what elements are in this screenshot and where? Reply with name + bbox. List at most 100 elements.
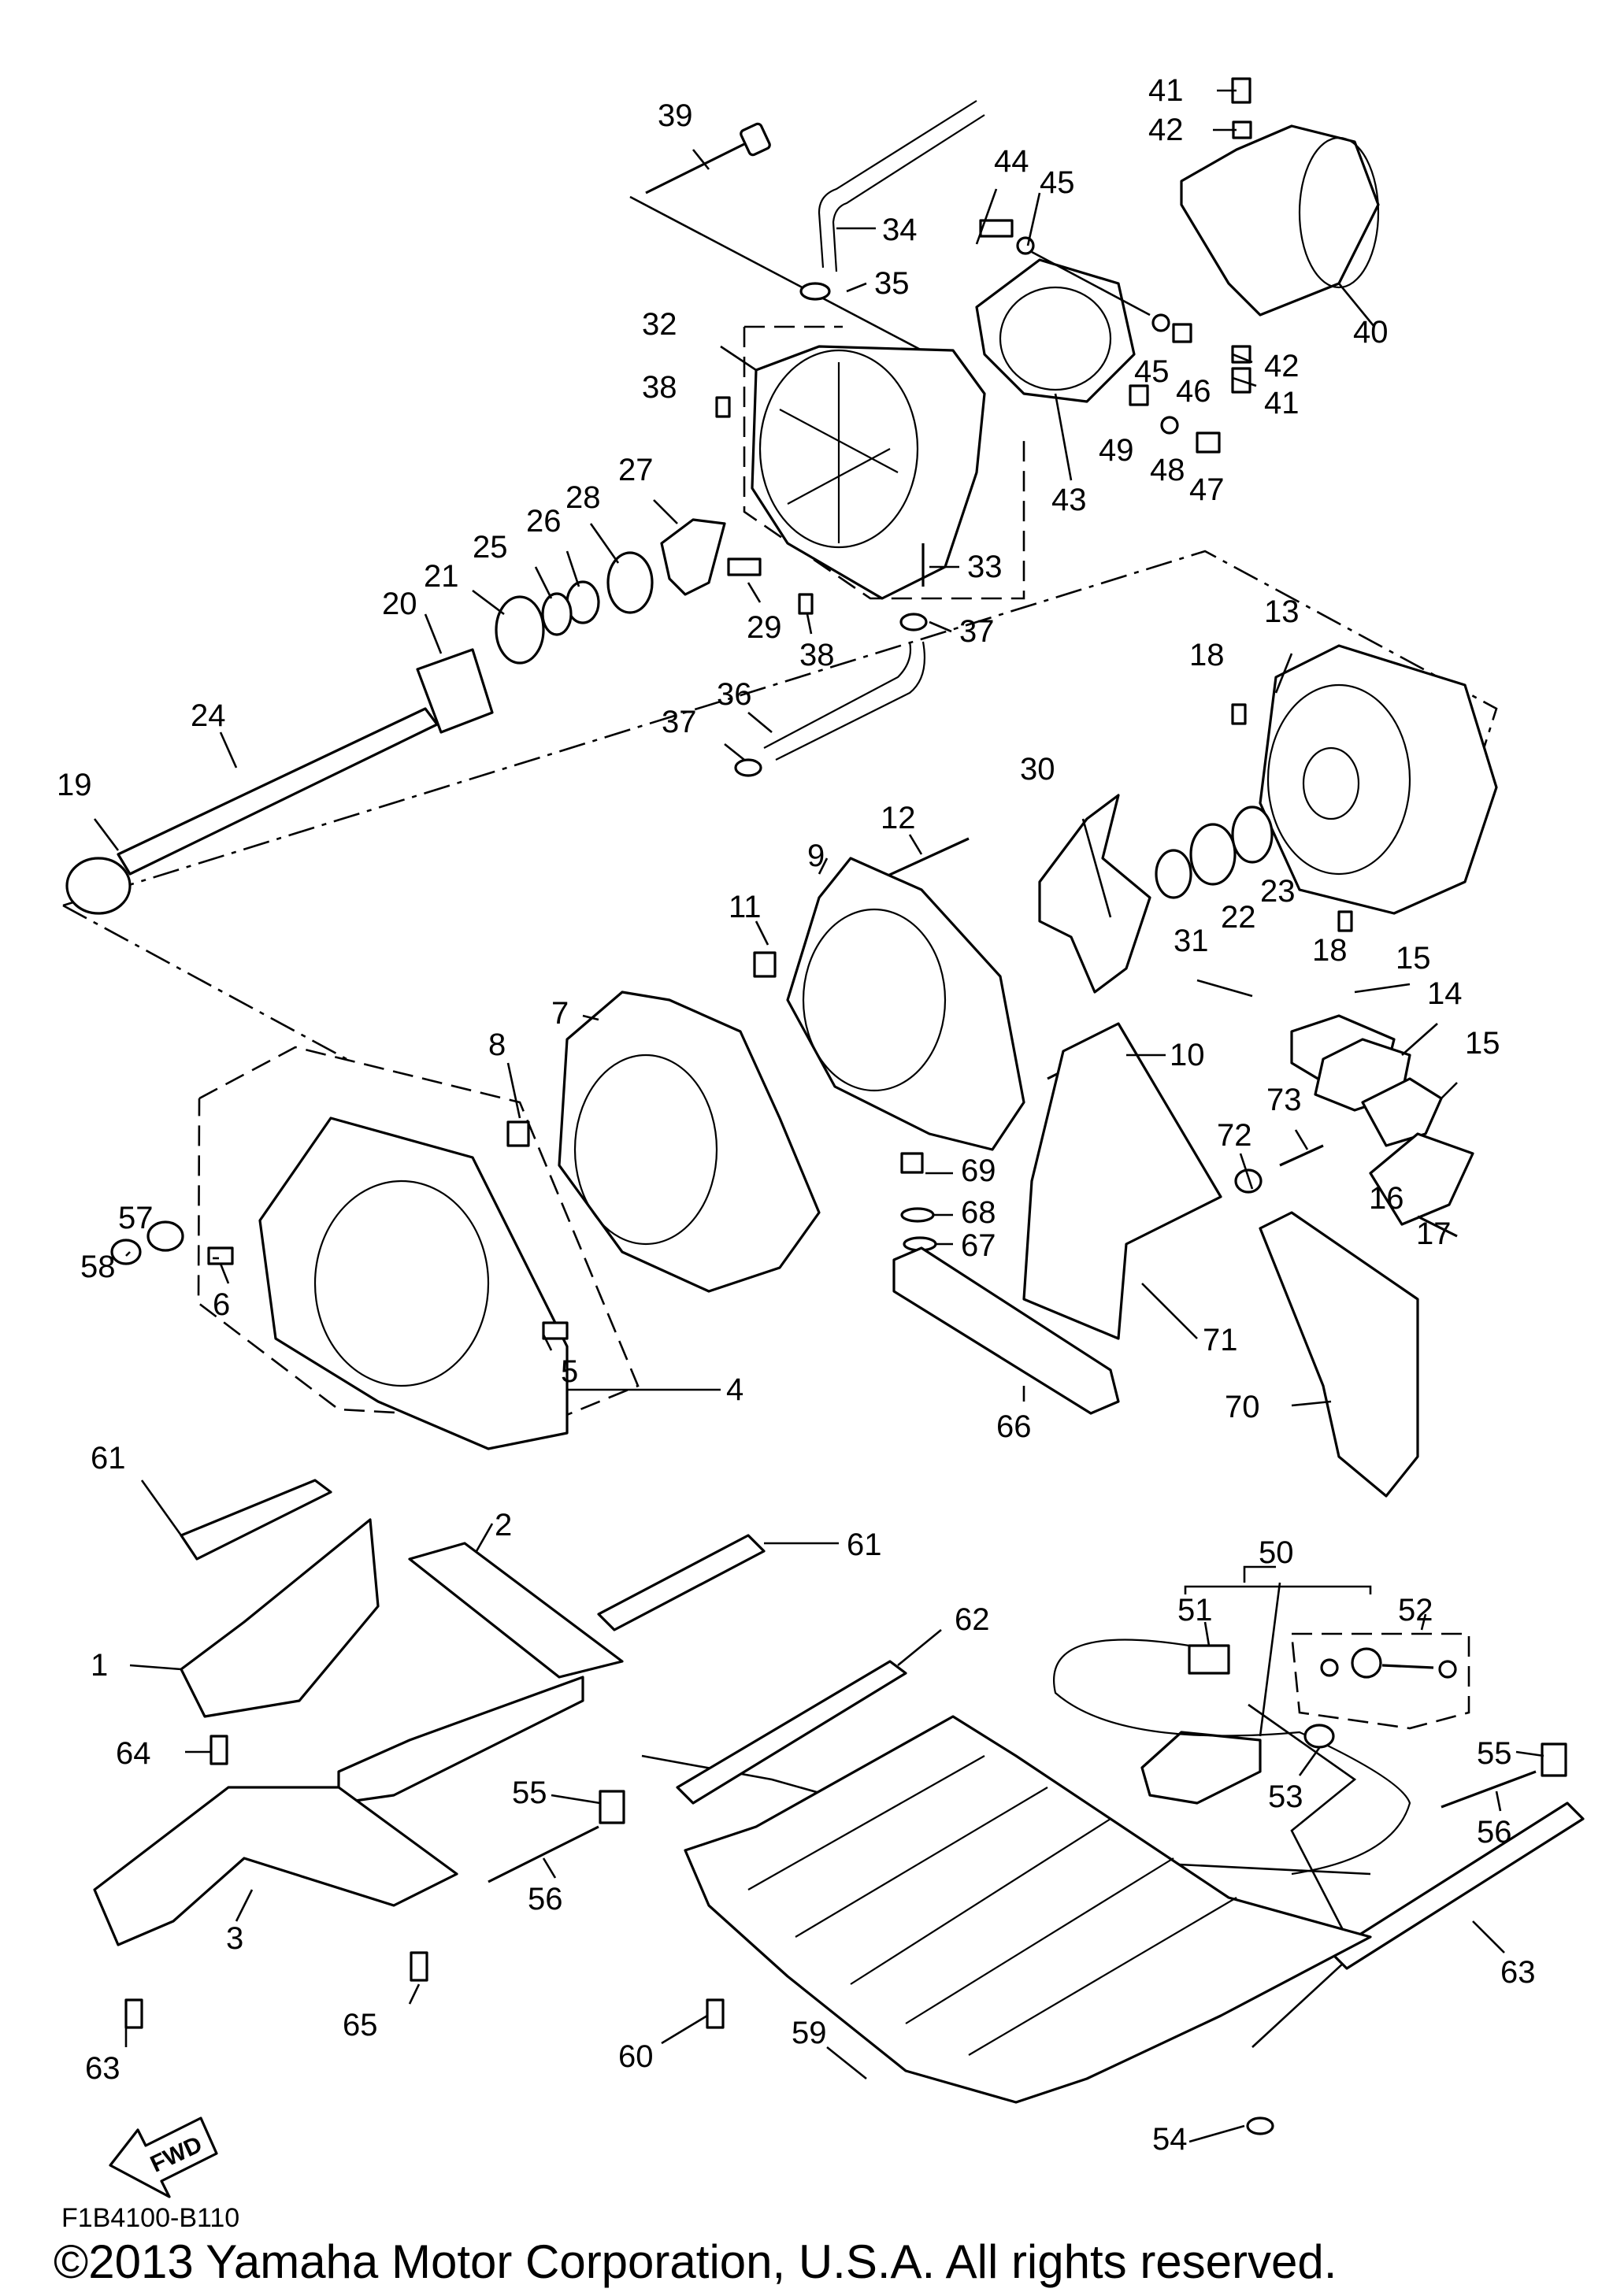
callout-20: 20 [382,587,417,621]
washer-48 [1160,416,1179,435]
callout-16: 16 [1369,1181,1404,1216]
callout-61-left: 61 [91,1441,126,1476]
callout-1: 1 [91,1648,108,1683]
clip-55-left [599,1790,625,1824]
nozzle-cover [1180,124,1380,317]
long-bolt [645,139,753,194]
callout-48: 48 [1150,453,1185,487]
fwd-arrow-icon [109,2116,218,2198]
callout-11: 11 [729,890,762,924]
part-52-c [1381,1664,1434,1669]
callout-68: 68 [961,1195,996,1230]
washer-31 [1155,849,1192,899]
callout-18-bottom: 18 [1312,933,1348,968]
callout-46: 46 [1176,374,1211,409]
callout-8: 8 [488,1028,506,1062]
callout-56-left: 56 [528,1882,563,1916]
nut-58 [110,1239,142,1265]
callout-30: 30 [1020,752,1055,787]
callout-63-top: 62 [955,1602,990,1637]
drive-shaft [117,707,439,876]
bushing-8 [506,1120,530,1147]
callout-29: 29 [747,610,782,645]
clamp-37-bottom [734,758,762,777]
callout-34: 34 [882,213,918,247]
callout-28: 28 [565,480,601,515]
callout-69: 69 [961,1154,996,1188]
pin-18-top [1231,703,1247,725]
callout-10: 10 [1170,1038,1205,1072]
sensor-51 [1188,1644,1230,1675]
callout-52: 52 [1398,1593,1433,1628]
callout-2: 2 [495,1508,512,1542]
callout-57: 57 [118,1201,154,1235]
bushing-11 [753,951,777,978]
plate-71 [1022,1022,1222,1340]
callout-9: 9 [807,839,825,873]
bolt-17 [1417,1215,1458,1238]
speed-sensor-50 [1140,1731,1262,1805]
sensor-cable [1053,1639,1411,1876]
callout-13: 13 [1264,594,1300,629]
callout-61-right: 61 [847,1528,882,1562]
callout-41-bottom: 41 [1264,386,1300,420]
spacer-20 [416,648,494,734]
callout-17: 17 [1416,1217,1452,1251]
cover-70 [1259,1211,1419,1498]
cover-16 [1369,1132,1474,1226]
duct-27 [660,518,726,596]
callout-5: 5 [561,1354,578,1389]
callout-67: 67 [961,1228,996,1263]
pump-body-13 [1259,644,1498,915]
callout-19: 19 [57,768,92,802]
callout-62: 63 [85,2051,121,2086]
stud-6 [207,1246,234,1265]
callout-58: 58 [80,1250,116,1284]
callout-14: 14 [1427,976,1463,1011]
pin-18-bottom [1337,910,1353,932]
bolt-62 [124,1998,143,2029]
callout-49: 49 [1099,433,1134,468]
callout-45-bottom: 45 [1134,354,1170,389]
callout-33: 33 [967,550,1003,584]
bolt-60 [706,1998,725,2029]
callout-37-top: 37 [959,614,995,649]
washer-22 [1189,823,1237,886]
callout-65: 65 [343,2008,378,2042]
callout-59: 59 [792,2016,827,2050]
callout-44: 44 [994,144,1029,179]
grommet-72 [1234,1168,1263,1194]
callout-38-bottom: 38 [799,638,835,672]
washer-45b [1151,313,1170,332]
washer-68 [900,1207,935,1223]
bracket-66 [892,1246,1120,1415]
callout-43: 43 [1051,483,1087,517]
parts: FWD [65,77,1585,2198]
callout-25: 25 [473,530,508,565]
callout-63-right: 63 [1500,1955,1536,1990]
bolt-44 [979,219,1014,238]
callout-24: 24 [191,698,226,733]
bolt-65 [410,1951,428,1982]
callout-55-left: 55 [512,1776,547,1810]
callout-35: 35 [874,266,910,301]
bolt-64 [210,1735,228,1765]
callout-26: 26 [526,504,562,539]
part-52-a [1320,1658,1339,1677]
callout-42-top: 42 [1148,113,1184,147]
part-3 [93,1786,458,1946]
hose [818,100,977,268]
intake-duct-9 [786,857,1025,1151]
callout-50: 50 [1259,1535,1294,1570]
callout-12: 12 [881,801,916,835]
callout-42-bottom: 42 [1264,349,1300,383]
leader-lines [93,89,1544,2143]
callout-15-top: 15 [1396,941,1431,976]
hose-36 [763,641,912,749]
shoe-61-left [180,1479,332,1561]
callout-6: 6 [213,1287,230,1322]
callout-4: 4 [726,1372,743,1407]
impeller-30 [1038,794,1151,994]
callout-38-top: 38 [642,370,677,405]
callout-71: 71 [1203,1323,1238,1357]
